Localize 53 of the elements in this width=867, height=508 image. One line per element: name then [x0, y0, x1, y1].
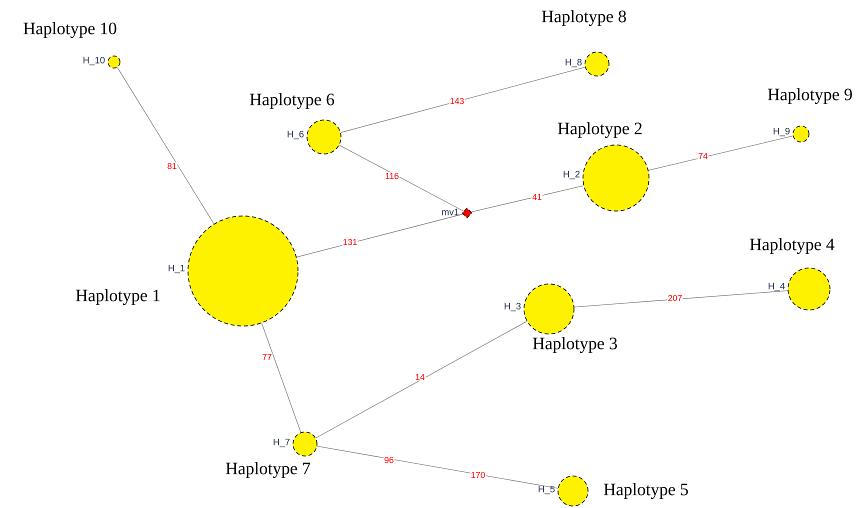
haplotype-label: Haplotype 1	[76, 289, 160, 305]
haplotype-circle	[792, 126, 810, 142]
haplotype-label: Haplotype 7	[226, 462, 310, 478]
connector-line	[340, 66, 586, 133]
node-label: H_8	[566, 58, 582, 68]
haplotype-label: Haplotype 3	[532, 337, 617, 353]
edge-label: 143	[449, 97, 465, 105]
connector-line	[261, 322, 302, 433]
haplotype-circle	[292, 432, 318, 456]
haplotype-label: Haplotype 6	[250, 93, 334, 109]
haplotype-circle	[584, 52, 610, 76]
haplotype-circle	[108, 56, 120, 68]
connector-line	[316, 446, 558, 489]
haplotype-circle	[524, 284, 574, 334]
edge-label: 81	[166, 162, 178, 170]
connector-line	[648, 136, 794, 171]
haplotype-label: Haplotype 4	[750, 238, 834, 254]
mutation-count: 170	[470, 471, 486, 479]
connector-line	[574, 290, 788, 308]
node-label: H_3	[504, 302, 521, 312]
edge-label: 77	[262, 353, 272, 361]
node-label: H_1	[168, 264, 185, 274]
node-label: H_5	[538, 486, 555, 494]
node-label: H_6	[288, 130, 304, 140]
haplotype-circle	[558, 476, 588, 506]
node-label: mv1	[442, 208, 459, 216]
connector-line	[339, 144, 464, 212]
haplotype-circle	[582, 144, 650, 212]
edge-label: 131	[342, 238, 358, 246]
haplotype-label: Haplotype 8	[542, 10, 626, 26]
haplotype-label: Haplotype 2	[558, 122, 642, 138]
connector-line	[296, 214, 464, 258]
haplotype-label: Haplotype 10	[24, 22, 116, 38]
connector-line	[316, 320, 528, 438]
node-label: H_2	[564, 170, 580, 180]
edge-label: 96	[384, 456, 394, 464]
haplotype-label: Haplotype 5	[604, 483, 688, 499]
haplotype-circle	[306, 120, 342, 154]
edge-label: 74	[698, 152, 708, 160]
edge-label: 207	[667, 294, 683, 302]
node-label: H_10	[84, 56, 105, 66]
node-label: H_4	[768, 282, 785, 292]
node-label: H_9	[774, 128, 790, 136]
edge-label: 41	[532, 193, 542, 201]
haplotype-circle	[788, 268, 830, 310]
haplotype-circle	[188, 216, 298, 326]
node-label: H_7	[274, 438, 290, 448]
connector-line	[471, 185, 584, 212]
edge-label: 116	[384, 172, 400, 180]
haplotype-label: Haplotype 9	[768, 88, 852, 104]
median-vector-diamond	[462, 208, 472, 218]
connector-line	[117, 67, 214, 224]
edge-label: 14	[414, 373, 426, 381]
